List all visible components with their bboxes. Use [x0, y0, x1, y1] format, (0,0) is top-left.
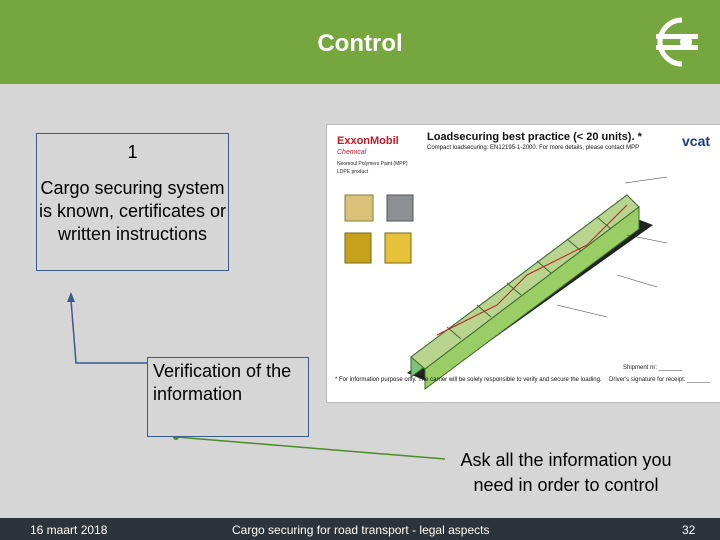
- document-signature: Driver's signature for receipt: _______: [609, 377, 711, 383]
- document-title: Loadsecuring best practice (< 20 units).…: [427, 131, 642, 143]
- logo-icon: [656, 17, 698, 67]
- known-system-text: Cargo securing system is known, certific…: [38, 178, 227, 244]
- step-number: 1: [127, 142, 138, 162]
- footer-date: 16 maart 2018: [30, 523, 108, 537]
- document-brand: ExxonMobil: [337, 135, 399, 147]
- slide-title: Control: [317, 30, 403, 57]
- known-system-box: 1 Cargo securing system is known, certif…: [36, 133, 229, 271]
- footer-bar: 16 maart 2018 Cargo securing for road tr…: [0, 518, 720, 540]
- document-product: Neomoul Polymers Paint (MPP): [337, 161, 408, 167]
- document-shipment: Shipment nr: _______: [623, 365, 683, 371]
- footer-page-number: 32: [682, 523, 696, 537]
- footer-center-text: Cargo securing for road transport - lega…: [232, 523, 490, 537]
- verification-box: Verification of the information: [147, 357, 309, 437]
- header-bar: Control: [0, 0, 720, 84]
- vcat-logo: vcat: [682, 133, 711, 149]
- document-subtitle: Compact loadsecuring: EN12195-1-2000. Fo…: [427, 145, 640, 151]
- load-securing-document: ExxonMobil Chemical Loadsecuring best pr…: [326, 124, 720, 403]
- ask-information-text: Ask all the information you need in orde…: [460, 450, 672, 495]
- truck-load-illustration: [344, 176, 668, 390]
- document-brand-sub: Chemical: [337, 149, 367, 156]
- ask-information-box: Ask all the information you need in orde…: [445, 448, 687, 504]
- document-product-2: LDPE product: [337, 169, 369, 175]
- document-footnote: * For information purpose only. The carr…: [335, 377, 602, 383]
- verification-text: Verification of the information: [153, 361, 292, 404]
